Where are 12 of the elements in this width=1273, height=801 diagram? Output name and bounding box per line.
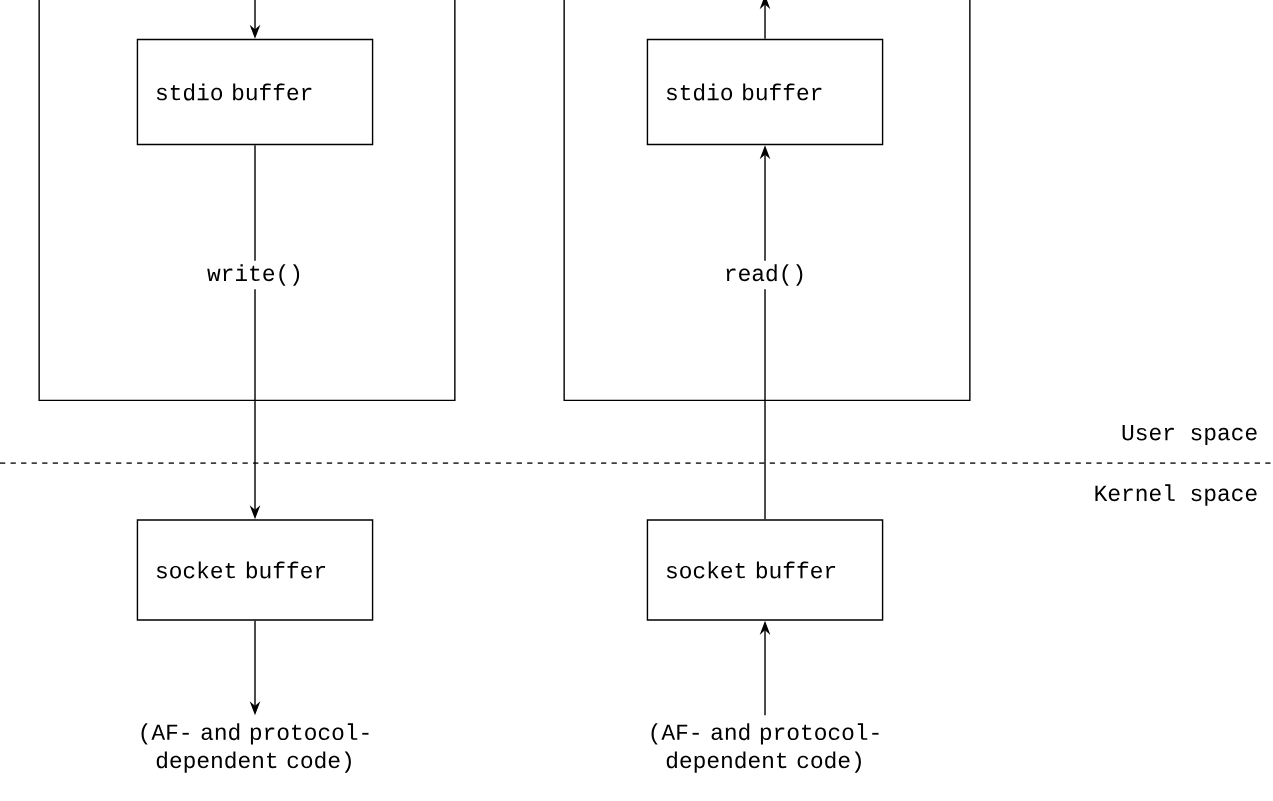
edge-label: write() (203, 260, 307, 290)
space-label: User space (1117, 421, 1262, 449)
edge-label: read() (720, 260, 810, 290)
space-label: Kernel space (1090, 480, 1262, 510)
buffer-box: stdio buffer (136, 38, 374, 146)
buffer-box: socket buffer (646, 519, 884, 621)
code-label: (AF- and protocol- dependent code) (141, 723, 369, 773)
process-box (563, 0, 971, 402)
code-label: (AF- and protocol- dependent code) (651, 723, 879, 773)
process-box (38, 0, 456, 402)
buffer-box: socket buffer (136, 519, 374, 621)
buffer-box: stdio buffer (646, 38, 884, 146)
